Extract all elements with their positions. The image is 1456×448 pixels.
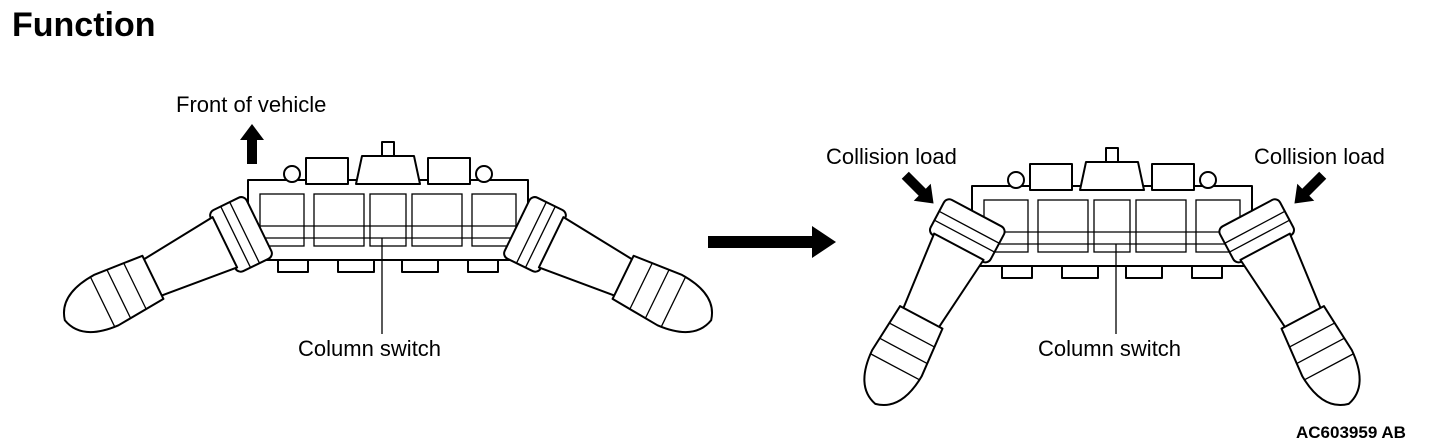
transition-arrow-icon (708, 226, 836, 258)
column-switch-label-before: Column switch (298, 336, 441, 361)
collision-load-label-right: Collision load (1254, 144, 1385, 169)
column-switch-before (48, 141, 728, 352)
page-title: Function (12, 6, 156, 44)
figure-code: AC603959 AB (1296, 423, 1406, 442)
front-of-vehicle-label: Front of vehicle (176, 92, 326, 117)
collision-arrow-left-icon (901, 171, 934, 204)
collision-load-label-left: Collision load (826, 144, 957, 169)
collision-arrow-right-icon (1294, 171, 1327, 204)
column-switch-label-after: Column switch (1038, 336, 1181, 361)
front-arrow-icon (240, 124, 264, 164)
